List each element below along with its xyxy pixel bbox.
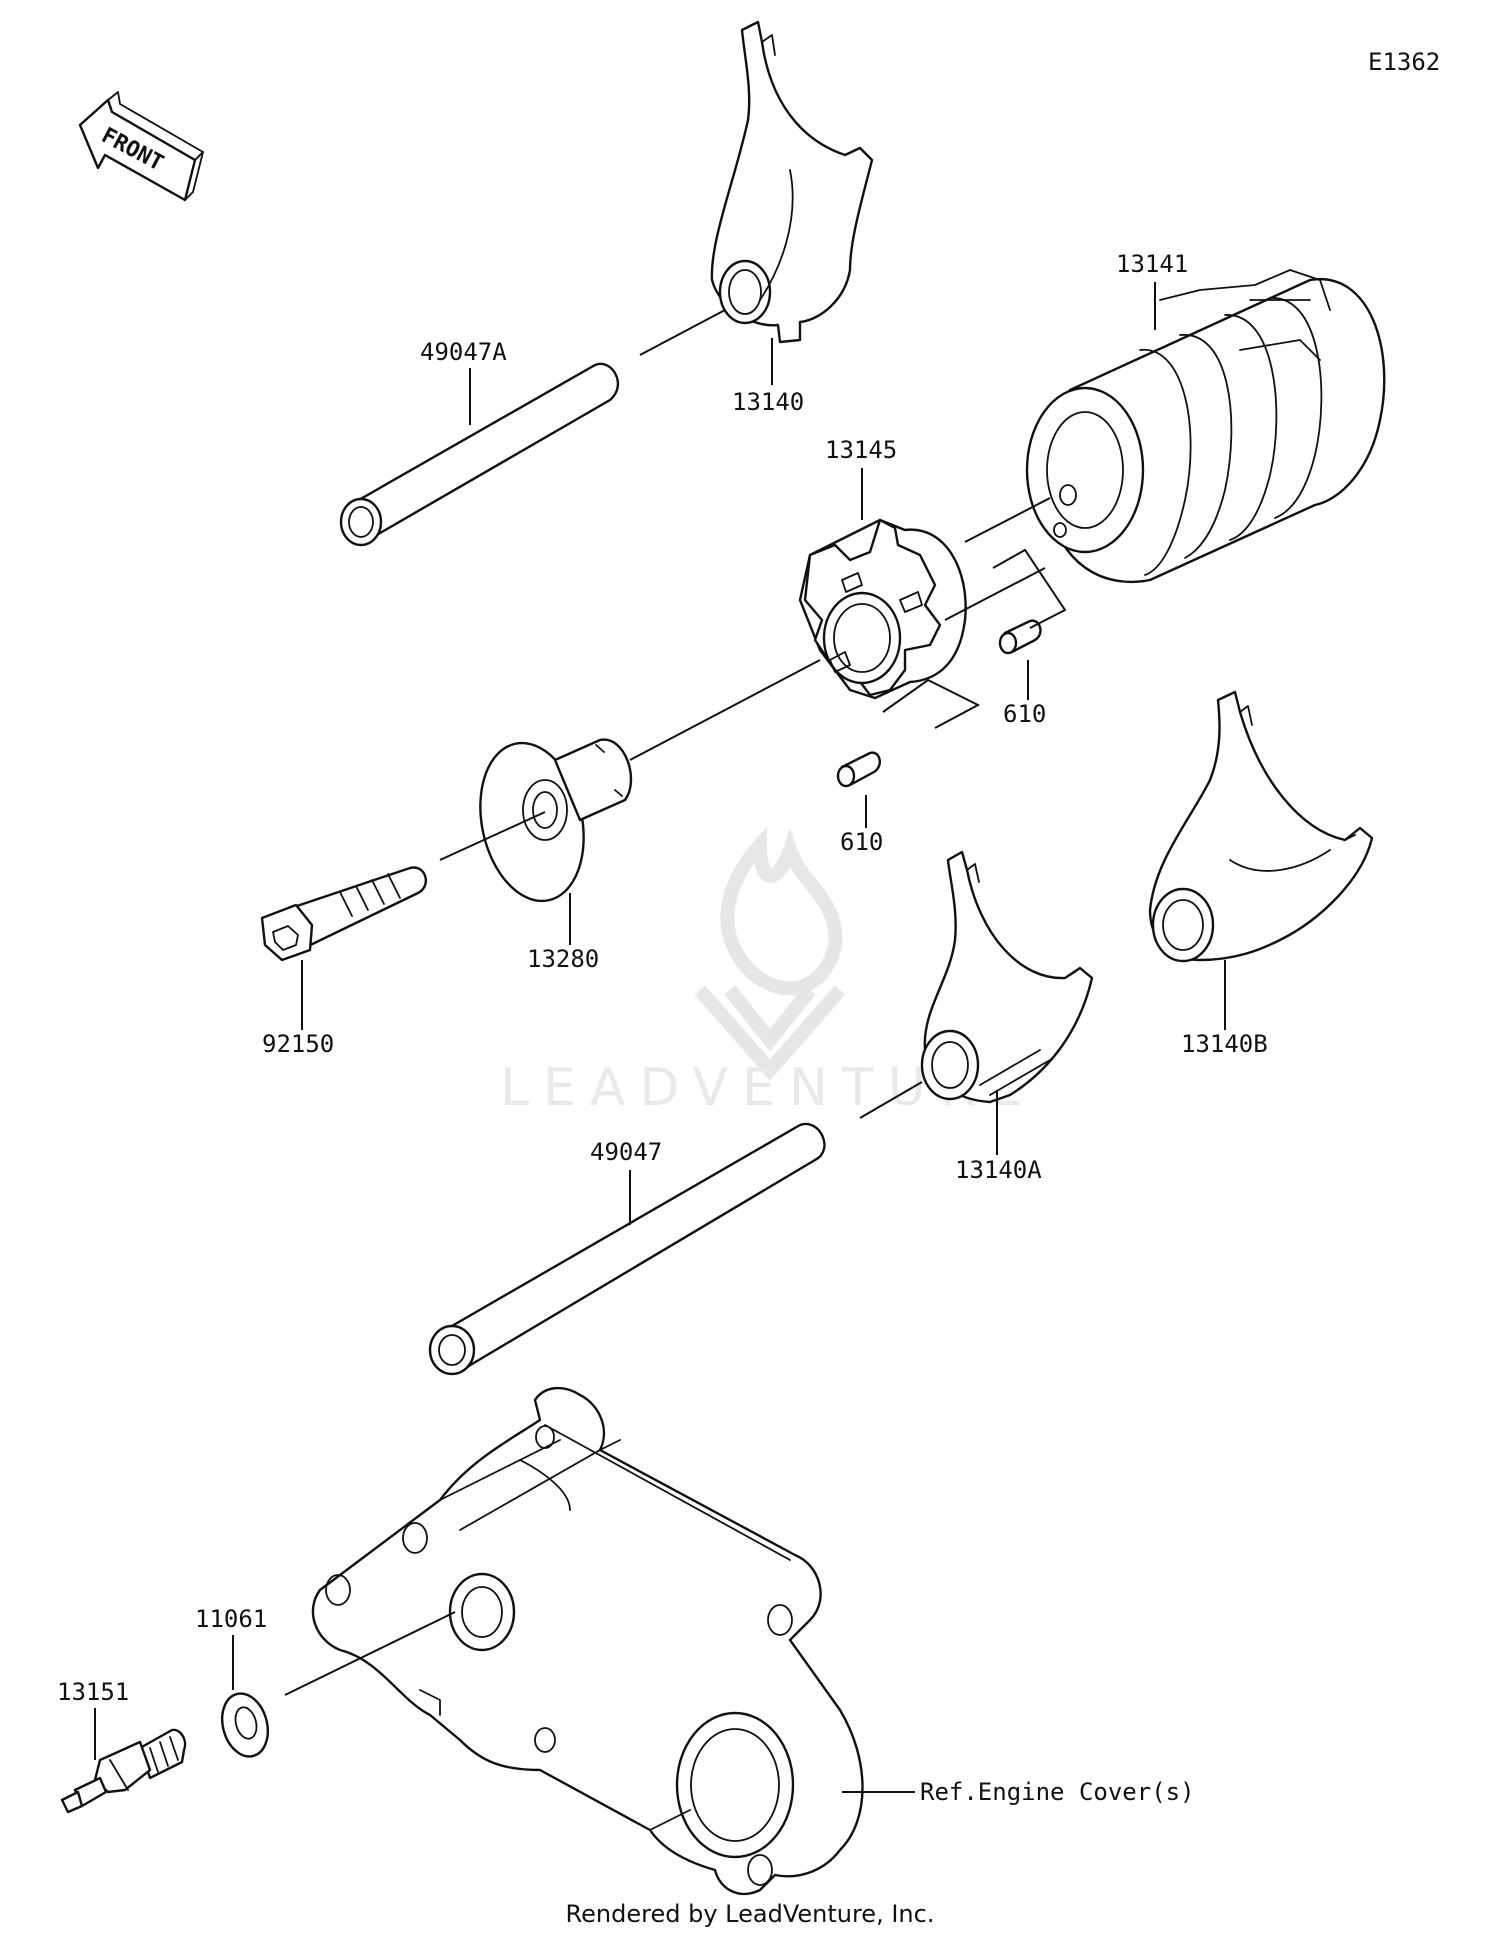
shift-drum-13141: [1025, 269, 1386, 584]
label-13280: 13280: [527, 945, 599, 973]
star-cam-13145: [798, 518, 967, 700]
label-13140A: 13140A: [955, 1156, 1042, 1184]
label-13145: 13145: [825, 436, 897, 464]
label-ref-engine-cover: Ref.Engine Cover(s): [920, 1778, 1195, 1806]
label-13141: 13141: [1116, 250, 1188, 278]
bolt-92150: [260, 866, 428, 962]
label-610-upper: 610: [1003, 700, 1046, 728]
pin-610-lower: [836, 751, 881, 788]
label-92150: 92150: [262, 1030, 334, 1058]
label-13140B: 13140B: [1181, 1030, 1268, 1058]
front-arrow-icon: FRONT: [78, 91, 204, 202]
washer-11061: [220, 1692, 270, 1758]
label-13140: 13140: [732, 388, 804, 416]
watermark-logo: [694, 826, 846, 1081]
shaft-49047A: [339, 362, 620, 547]
label-13151: 13151: [57, 1678, 129, 1706]
shaft-49047: [428, 1122, 826, 1376]
label-610-lower: 610: [840, 828, 883, 856]
diagram-code: E1362: [1368, 48, 1440, 76]
engine-cover: [311, 1386, 864, 1896]
guide-13280: [479, 738, 633, 903]
shift-fork-13140B: [1148, 690, 1374, 963]
neutral-switch-13151: [60, 1728, 187, 1814]
pin-610-upper: [998, 619, 1042, 655]
shift-fork-13140: [710, 20, 874, 344]
footer-credit: Rendered by LeadVenture, Inc.: [565, 1900, 935, 1928]
label-11061: 11061: [195, 1605, 267, 1633]
label-49047A: 49047A: [420, 338, 507, 366]
label-49047: 49047: [590, 1138, 662, 1166]
shift-fork-13140A: [920, 850, 1094, 1104]
